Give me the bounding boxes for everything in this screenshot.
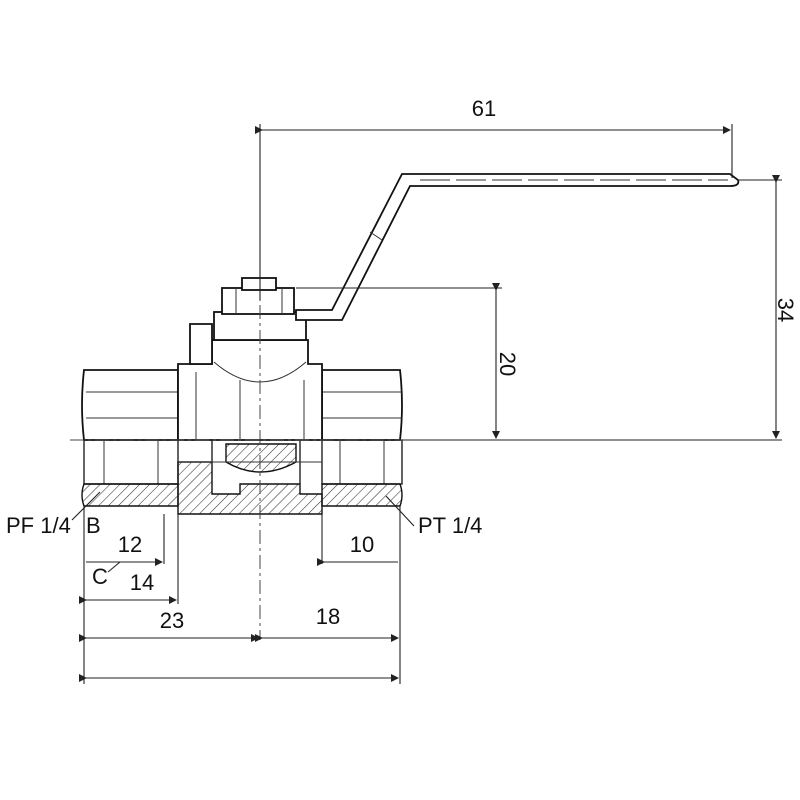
dim-14-label: 14 [130,570,154,595]
valve-body [81,277,403,441]
stem-top [241,277,277,291]
ball-seat-hatch [225,443,297,473]
dim-20-label: 20 [495,352,520,376]
section-view [81,439,403,515]
dim-10-label: 10 [350,532,374,557]
dim-23-label: 23 [160,608,184,633]
left-bore [83,439,179,485]
left-wall-hatch [81,483,179,507]
dim-34-label: 34 [773,298,798,322]
right-bore [321,439,403,485]
callout-b: B [86,513,101,538]
callout-c: C [92,564,108,589]
lever-arm [295,173,740,321]
callouts: PF 1/4 B C PT 1/4 [6,491,482,589]
dim-18-label: 18 [316,604,340,629]
stem-nut [221,287,295,315]
right-hex-end [321,369,403,441]
dim-61-label: 61 [472,96,496,121]
dim-12-label: 12 [118,532,142,557]
dimensions: 61 34 20 12 10 14 23 18 [79,96,798,684]
pt-thread-label: PT 1/4 [418,513,482,538]
pf-thread-label: PF 1/4 [6,513,71,538]
lever-handle [295,173,740,321]
left-hex-end [81,369,179,441]
handle-stopper [189,323,213,365]
right-wall-hatch [321,483,403,507]
